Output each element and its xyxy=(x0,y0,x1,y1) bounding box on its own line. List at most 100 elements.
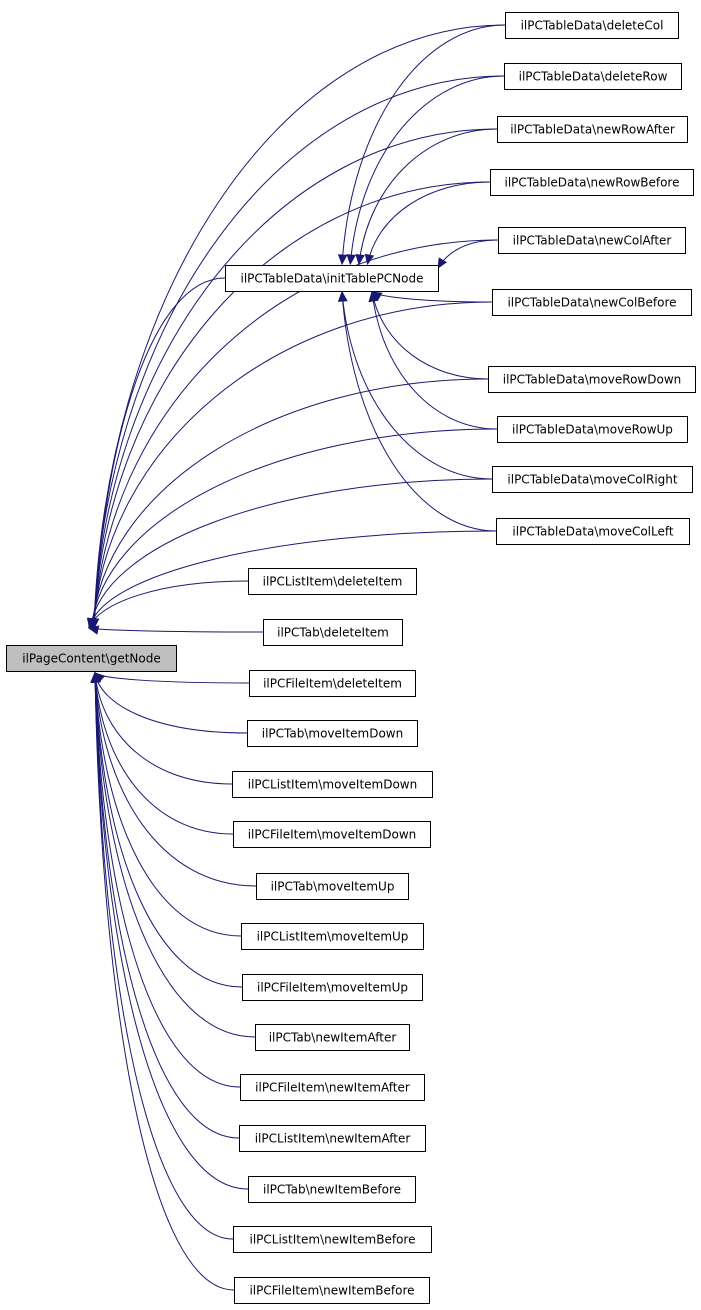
node-label-fi_moveItemDown: ilPCFileItem\moveItemDown xyxy=(248,828,417,842)
node-fi_newItemAfter[interactable]: ilPCFileItem\newItemAfter xyxy=(240,1074,425,1101)
node-label-tab_newItemBefore: ilPCTab\newItemBefore xyxy=(263,1183,401,1197)
node-box-li_moveItemUp xyxy=(241,923,424,950)
edge-li_newItemAfter-to-root xyxy=(94,672,240,1139)
node-fi_deleteItem[interactable]: ilPCFileItem\deleteItem xyxy=(249,670,416,697)
edge-moveColRight-to-middle xyxy=(341,291,493,480)
edge-tab_newItemBefore-to-root xyxy=(94,672,249,1190)
node-li_deleteItem[interactable]: ilPCListItem\deleteItem xyxy=(248,568,417,595)
node-label-li_moveItemDown: ilPCListItem\moveItemDown xyxy=(248,778,417,792)
node-deleteCol[interactable]: ilPCTableData\deleteCol xyxy=(505,12,679,39)
node-tab_moveItemDown[interactable]: ilPCTab\moveItemDown xyxy=(247,720,418,747)
node-label-li_deleteItem: ilPCListItem\deleteItem xyxy=(263,575,403,589)
edge-li_newItemBefore-to-root xyxy=(94,672,234,1240)
node-tab_newItemBefore[interactable]: ilPCTab\newItemBefore xyxy=(248,1176,416,1203)
node-root[interactable]: ilPageContent\getNode xyxy=(6,645,177,672)
edge-tab_moveItemDown-to-root xyxy=(94,672,248,734)
node-fi_moveItemDown[interactable]: ilPCFileItem\moveItemDown xyxy=(233,821,431,848)
node-fi_moveItemUp[interactable]: ilPCFileItem\moveItemUp xyxy=(242,974,423,1001)
nodes-layer: ilPageContent\getNode ilPCTableData\initT… xyxy=(6,12,696,1304)
node-label-moveRowUp: ilPCTableData\moveRowUp xyxy=(512,423,673,437)
node-li_newItemAfter[interactable]: ilPCListItem\newItemAfter xyxy=(239,1125,426,1152)
edge-deleteRow-to-middle xyxy=(349,75,505,265)
arrowhead-moveRowUp-to-middle xyxy=(368,290,378,303)
node-box-newColAfter xyxy=(498,227,686,254)
node-box-init xyxy=(225,265,439,292)
node-box-tab_newItemBefore xyxy=(248,1176,416,1203)
node-label-tab_newItemAfter: ilPCTab\newItemAfter xyxy=(269,1031,397,1045)
edge-fi_deleteItem-to-root xyxy=(94,672,250,684)
node-box-fi_moveItemDown xyxy=(233,821,431,848)
node-init[interactable]: ilPCTableData\initTablePCNode xyxy=(225,265,439,292)
node-label-init: ilPCTableData\initTablePCNode xyxy=(241,272,424,286)
node-label-tab_deleteItem: ilPCTab\deleteItem xyxy=(277,626,389,640)
node-li_newItemBefore[interactable]: ilPCListItem\newItemBefore xyxy=(233,1226,432,1253)
edge-fi_moveItemDown-to-root xyxy=(94,672,234,835)
node-box-tab_moveItemDown xyxy=(247,720,418,747)
node-box-fi_newItemAfter xyxy=(240,1074,425,1101)
node-box-tab_newItemAfter xyxy=(255,1024,410,1051)
node-box-moveRowDown xyxy=(488,366,696,393)
edge-fi_newItemBefore-to-root xyxy=(94,672,235,1291)
edge-moveColLeft-to-middle xyxy=(341,291,497,532)
node-label-tab_moveItemUp: ilPCTab\moveItemUp xyxy=(271,880,395,894)
edge-newRowAfter-to-root xyxy=(93,128,498,629)
edge-tab_moveItemUp-to-root xyxy=(94,672,257,887)
edge-deleteCol-to-root xyxy=(93,24,506,629)
node-label-moveColLeft: ilPCTableData\moveColLeft xyxy=(512,525,673,539)
edge-newColBefore-to-root xyxy=(92,301,493,629)
node-box-li_newItemBefore xyxy=(233,1226,432,1253)
node-tab_newItemAfter[interactable]: ilPCTab\newItemAfter xyxy=(255,1024,410,1051)
edge-moveRowDown-to-middle xyxy=(371,291,489,380)
edge-tab_deleteItem-to-root xyxy=(88,627,264,633)
node-box-tab_moveItemUp xyxy=(256,873,409,900)
node-tab_deleteItem[interactable]: ilPCTab\deleteItem xyxy=(263,619,403,646)
node-label-deleteRow: ilPCTableData\deleteRow xyxy=(519,70,668,84)
node-moveColLeft[interactable]: ilPCTableData\moveColLeft xyxy=(496,518,690,545)
edge-li_moveItemUp-to-root xyxy=(94,672,242,937)
edge-newColAfter-to-root xyxy=(93,239,499,629)
node-box-li_moveItemDown xyxy=(232,771,433,798)
node-label-deleteCol: ilPCTableData\deleteCol xyxy=(521,19,664,33)
node-tab_moveItemUp[interactable]: ilPCTab\moveItemUp xyxy=(256,873,409,900)
node-newColAfter[interactable]: ilPCTableData\newColAfter xyxy=(498,227,686,254)
node-label-fi_deleteItem: ilPCFileItem\deleteItem xyxy=(263,677,402,691)
edge-deleteRow-to-root xyxy=(93,75,505,629)
node-deleteRow[interactable]: ilPCTableData\deleteRow xyxy=(504,63,682,90)
node-label-li_newItemAfter: ilPCListItem\newItemAfter xyxy=(255,1132,411,1146)
arrowhead-deleteCol-to-middle xyxy=(337,254,348,266)
node-label-newColAfter: ilPCTableData\newColAfter xyxy=(513,234,672,248)
node-box-fi_deleteItem xyxy=(249,670,416,697)
edge-tab_newItemAfter-to-root xyxy=(94,672,256,1038)
edge-moveRowDown-to-root xyxy=(91,378,489,629)
node-box-fi_moveItemUp xyxy=(242,974,423,1001)
node-label-li_moveItemUp: ilPCListItem\moveItemUp xyxy=(257,930,409,944)
node-box-newRowBefore xyxy=(490,169,694,196)
edge-deleteCol-to-middle xyxy=(341,24,506,265)
node-moveRowDown[interactable]: ilPCTableData\moveRowDown xyxy=(488,366,696,393)
edge-fi_moveItemUp-to-root xyxy=(94,672,243,988)
edge-fi_newItemAfter-to-root xyxy=(94,672,241,1088)
node-label-newRowBefore: ilPCTableData\newRowBefore xyxy=(504,176,679,190)
node-li_moveItemUp[interactable]: ilPCListItem\moveItemUp xyxy=(241,923,424,950)
node-moveColRight[interactable]: ilPCTableData\moveColRight xyxy=(492,466,693,493)
edges-layer xyxy=(86,24,506,1291)
arrowhead-newRowAfter-to-middle xyxy=(355,253,365,266)
node-newRowBefore[interactable]: ilPCTableData\newRowBefore xyxy=(490,169,694,196)
arrowhead-newColAfter-to-middle xyxy=(437,257,447,270)
edge-newRowAfter-to-middle xyxy=(358,128,498,265)
node-box-deleteCol xyxy=(505,12,679,39)
node-box-li_newItemAfter xyxy=(239,1125,426,1152)
node-newRowAfter[interactable]: ilPCTableData\newRowAfter xyxy=(497,116,688,143)
edge-newColAfter-to-middle xyxy=(437,239,499,269)
node-li_moveItemDown[interactable]: ilPCListItem\moveItemDown xyxy=(232,771,433,798)
edge-li_deleteItem-to-root xyxy=(88,580,249,629)
node-moveRowUp[interactable]: ilPCTableData\moveRowUp xyxy=(497,416,688,443)
node-newColBefore[interactable]: ilPCTableData\newColBefore xyxy=(492,289,692,316)
node-label-root: ilPageContent\getNode xyxy=(22,652,161,666)
edge-moveRowUp-to-middle xyxy=(371,291,498,430)
arrowhead-moveColLeft-to-middle xyxy=(337,290,348,302)
edge-newRowBefore-to-middle xyxy=(367,181,491,265)
node-fi_newItemBefore[interactable]: ilPCFileItem\newItemBefore xyxy=(234,1277,430,1304)
node-box-moveRowUp xyxy=(497,416,688,443)
